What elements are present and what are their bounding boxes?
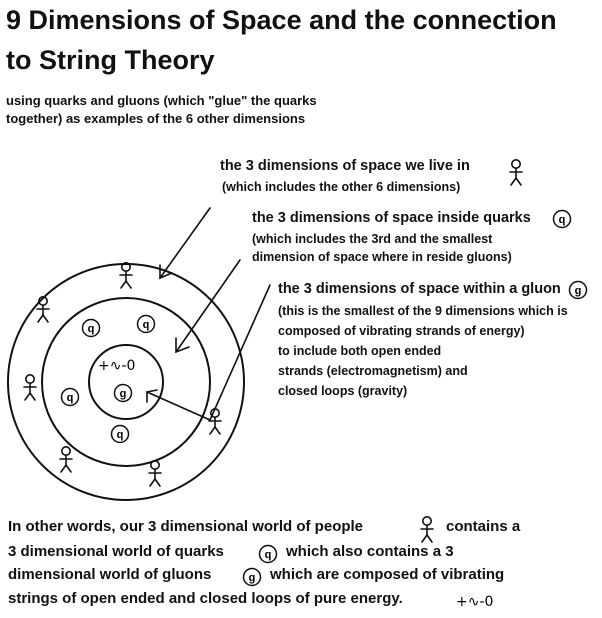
arrowhead-quarks xyxy=(175,337,190,354)
bottom-text-line-4: strings of open ended and closed loops o… xyxy=(8,590,403,607)
arrowhead-space xyxy=(159,264,173,280)
middle-circle-quarks xyxy=(41,297,211,467)
bottom-text-line-2b: which also contains a 3 xyxy=(286,543,454,560)
quarks-label-sub-1: (which includes the 3rd and the smallest xyxy=(252,232,493,246)
space-label: the 3 dimensions of space we live in xyxy=(220,158,470,174)
gluon-symbol: g xyxy=(113,383,133,403)
person-icon xyxy=(208,407,222,435)
quark-symbol-label: q xyxy=(88,323,95,335)
gluon-label-sub-1: (this is the smallest of the 9 dimension… xyxy=(278,304,568,318)
quark-symbol-label: q xyxy=(265,549,272,561)
person-icon xyxy=(23,373,37,401)
quark-symbol: q xyxy=(552,209,572,229)
gluon-label-sub-2: composed of vibrating strands of energy) xyxy=(278,324,525,338)
quark-symbol: q xyxy=(110,424,130,444)
bottom-text-line-1a: In other words, our 3 dimensional world … xyxy=(8,518,364,535)
arrow-space xyxy=(159,207,211,279)
person-icon xyxy=(59,445,73,473)
quark-symbol: q xyxy=(258,544,278,564)
gluon-symbol-label: g xyxy=(120,388,127,400)
gluon-symbol: g xyxy=(242,567,262,587)
gluon-label: the 3 dimensions of space within a gluon xyxy=(278,281,561,297)
arrow-quarks xyxy=(175,259,241,353)
person-icon xyxy=(36,295,50,323)
page-title-line-2: to String Theory xyxy=(6,45,215,75)
space-label-sub: (which includes the other 6 dimensions) xyxy=(222,180,461,194)
arrow-gluon-1 xyxy=(209,284,271,421)
inner-circle-gluon xyxy=(88,344,164,420)
string-symbol: +∿-0 xyxy=(98,358,135,374)
bottom-text-line-3b: which are composed of vibrating xyxy=(270,566,505,583)
quark-symbol-label: q xyxy=(143,319,150,331)
quark-symbol: q xyxy=(136,314,156,334)
person-icon xyxy=(420,515,434,543)
outer-circle-space xyxy=(7,263,245,501)
person-icon xyxy=(509,159,523,186)
subtitle-line-2: together) as examples of the 6 other dim… xyxy=(6,111,306,126)
quark-symbol: q xyxy=(81,318,101,338)
gluon-symbol: g xyxy=(568,280,588,300)
bottom-text-line-1b: contains a xyxy=(446,518,521,535)
subtitle-line-1: using quarks and gluons (which "glue" th… xyxy=(6,93,317,108)
quarks-label: the 3 dimensions of space inside quarks xyxy=(252,210,531,226)
page-title-line-1: 9 Dimensions of Space and the connection xyxy=(6,5,557,35)
person-icon xyxy=(119,261,133,289)
person-icon xyxy=(148,459,162,487)
quark-symbol: q xyxy=(60,387,80,407)
quarks-label-sub-2: dimension of space where in reside gluon… xyxy=(252,250,512,264)
arrowhead-gluon xyxy=(146,389,158,403)
gluon-symbol-label: g xyxy=(575,285,582,297)
bottom-text-line-3a: dimensional world of gluons xyxy=(8,566,212,583)
arrow-gluon-2 xyxy=(146,391,211,421)
string-symbol: +∿-0 xyxy=(456,594,493,610)
gluon-label-sub-5: closed loops (gravity) xyxy=(278,384,408,398)
gluon-symbol-label: g xyxy=(249,572,256,584)
quark-symbol-label: q xyxy=(117,429,124,441)
bottom-text-line-2a: 3 dimensional world of quarks xyxy=(8,543,224,560)
gluon-label-sub-3: to include both open ended xyxy=(278,344,442,358)
quark-symbol-label: q xyxy=(67,392,74,404)
gluon-label-sub-4: strands (electromagnetism) and xyxy=(278,364,468,378)
quark-symbol-label: q xyxy=(559,214,566,226)
